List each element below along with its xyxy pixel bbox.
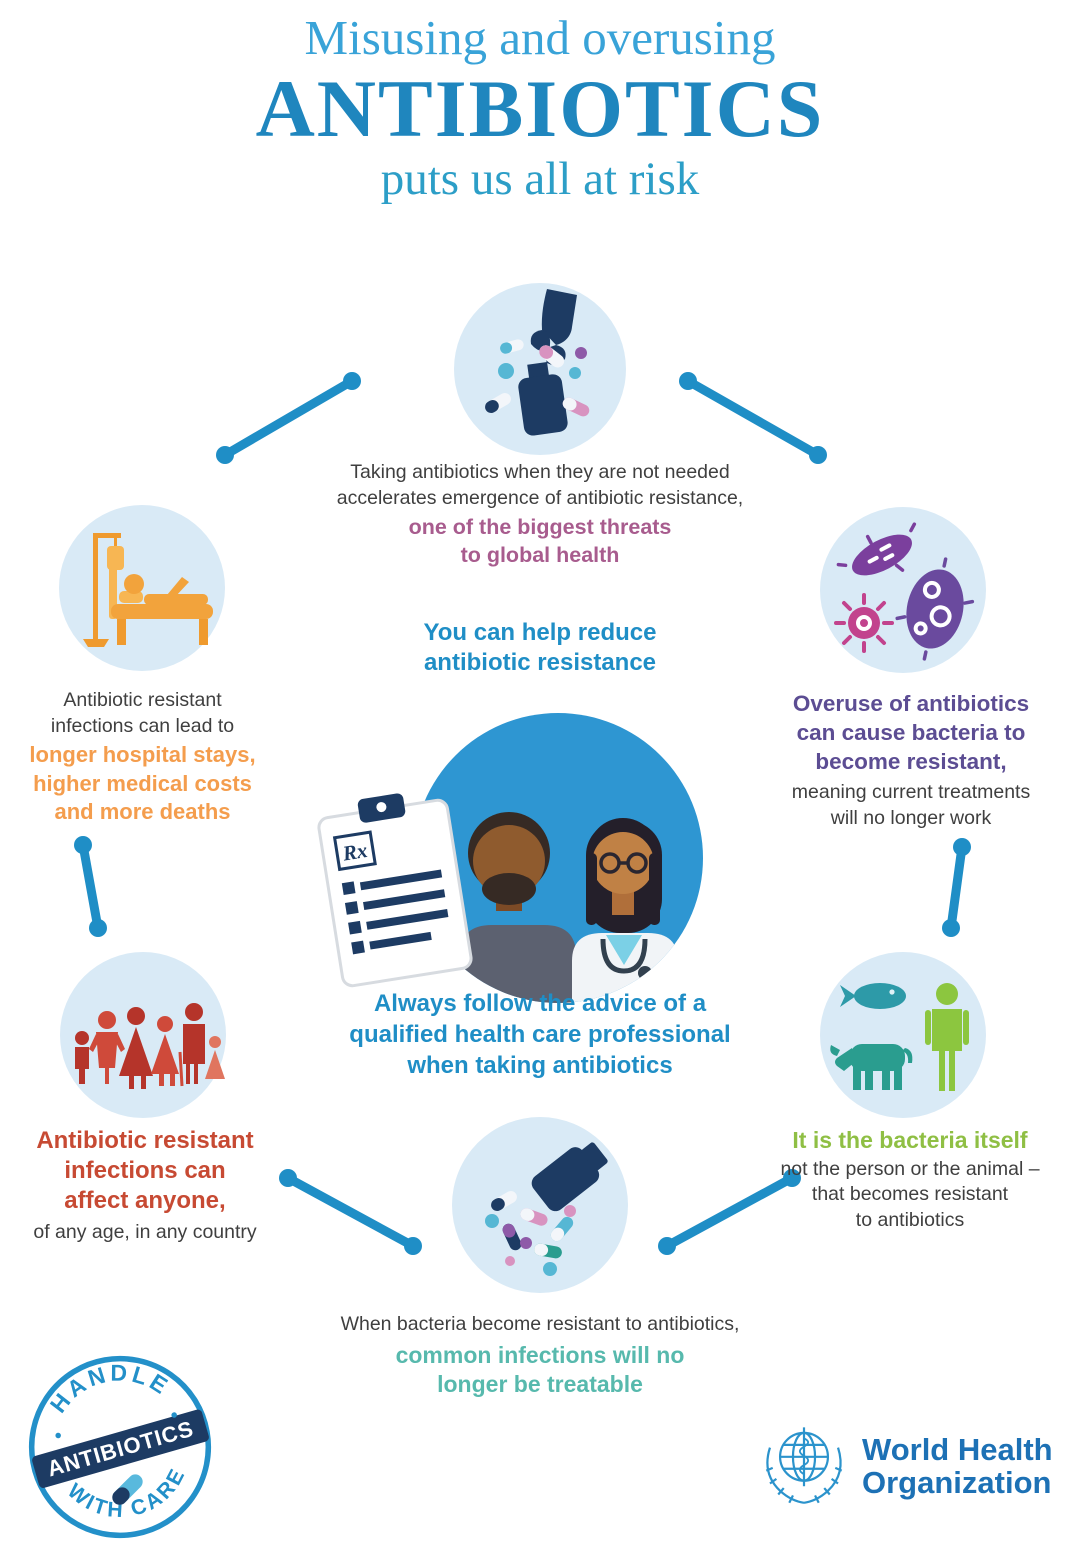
person [925,983,969,1091]
bacteria-icon [820,507,986,673]
anyone-caption: Antibiotic resistant infections can affe… [0,1126,290,1246]
who-name-line1: World Health [862,1431,1053,1467]
bottom-caption: When bacteria become resistant to antibi… [250,1312,830,1400]
top-caption-accent: one of the biggest threats to global hea… [408,515,672,568]
title-line-1: Misusing and overusing [304,10,776,65]
prescription-clipboard: Rx [317,793,473,988]
who-logo: World Health Organization [758,1420,1053,1512]
bacteria-caption-plain: meaning current treatments will no longe… [791,781,1031,830]
bottom-caption-plain: When bacteria become resistant to antibi… [340,1313,740,1335]
handle-with-care-badge: HANDLE WITH CARE ANTIBIOTICS [13,1340,226,1542]
rx-symbol: Rx [340,838,369,866]
who-name-line2: Organization [862,1465,1052,1500]
bacteria-caption-accent: Overuse of antibiotics can cause bacteri… [792,691,1030,774]
page-title: ANTIBIOTICS [255,63,825,155]
cow [830,1044,913,1090]
anyone-caption-accent: Antibiotic resistant infections can affe… [36,1127,254,1214]
hospital-caption: Antibiotic resistant infections can lead… [0,688,285,826]
bottom-caption-accent: common infections will no longer be trea… [395,1341,685,1398]
top-caption-plain: Taking antibiotics when they are not nee… [336,461,744,509]
hospital-bed-icon [59,505,225,671]
bacteria-caption: Overuse of antibiotics can cause bacteri… [755,690,1067,832]
glasses [599,852,648,874]
who-name: World Health Organization [862,1431,1053,1500]
icon-circle-bg [452,1117,628,1293]
doctor-patient-illustration: Rx [300,703,780,1013]
fish-cow-person-icon [820,952,986,1118]
hospital-caption-accent: longer hospital stays, higher medical co… [29,742,256,824]
top-caption: Taking antibiotics when they are not nee… [240,460,840,570]
stethoscope [600,938,648,974]
anyone-caption-plain: of any age, in any country [33,1221,257,1243]
header: Misusing and overusing ANTIBIOTICS puts … [0,10,1080,206]
title-line-3: puts us all at risk [380,153,700,206]
fish [840,983,906,1009]
hand-taking-pills-icon [454,283,626,455]
icon-circle-bg [60,952,226,1118]
advice-text: Always follow the advice of a qualified … [349,990,731,1080]
animal-caption-accent: It is the bacteria itself [792,1127,1028,1153]
capsule-icon [112,1474,143,1505]
animal-caption: It is the bacteria itself not the person… [752,1126,1068,1234]
who-emblem-icon [765,1427,843,1504]
spilled-pill-bottle-icon [452,1117,628,1293]
hospital-caption-plain: Antibiotic resistant infections can lead… [50,689,235,737]
family-icon [60,952,226,1118]
lead-text: You can help reduce antibiotic resistanc… [423,619,657,676]
animal-caption-plain: not the person or the animal – that beco… [780,1157,1040,1232]
